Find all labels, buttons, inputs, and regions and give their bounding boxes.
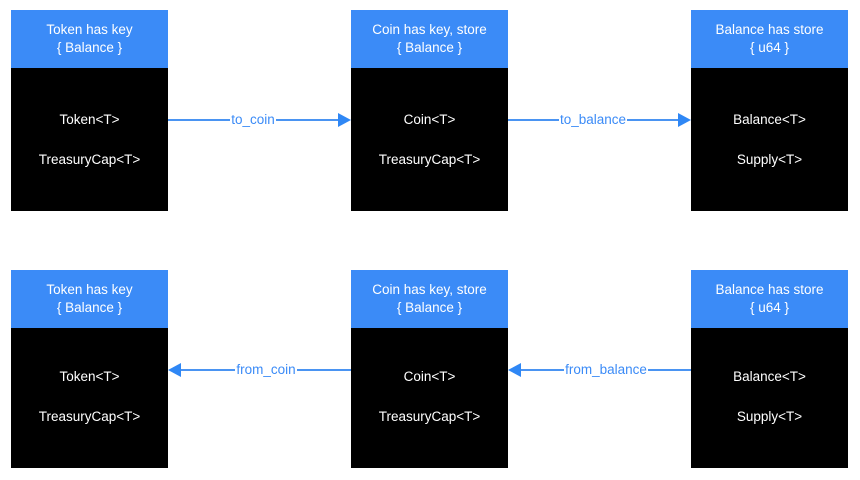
arrow-right-icon <box>678 113 691 127</box>
node-header-line1: Token has key <box>46 281 133 297</box>
node-token-top[interactable]: Token has key { Balance } Token<T> Treas… <box>11 10 168 211</box>
node-body-coin-top: Coin<T> TreasuryCap<T> <box>351 68 508 211</box>
node-header-token-bottom: Token has key { Balance } <box>11 270 168 328</box>
node-header-balance-top: Balance has store { u64 } <box>691 10 848 68</box>
node-body-line1: Coin<T> <box>403 369 456 384</box>
arrow-left-icon <box>168 363 181 377</box>
node-header-line1: Balance has store <box>715 281 824 297</box>
edge-to-balance: to_balance <box>508 107 691 133</box>
node-body-line2: TreasuryCap<T> <box>378 409 481 424</box>
edge-label-from-balance: from_balance <box>565 362 647 377</box>
edge-label-to-balance: to_balance <box>559 112 627 127</box>
node-header-line2: { Balance } <box>396 39 463 55</box>
edge-line-right <box>627 119 678 121</box>
node-header-line2: { Balance } <box>56 39 123 55</box>
edge-from-balance: from_balance <box>508 357 691 383</box>
node-balance-top[interactable]: Balance has store { u64 } Balance<T> Sup… <box>691 10 848 211</box>
node-balance-bottom[interactable]: Balance has store { u64 } Balance<T> Sup… <box>691 270 848 468</box>
edge-line-left <box>521 369 565 371</box>
arrow-right-icon <box>338 113 352 127</box>
edge-line-left <box>168 119 231 121</box>
node-body-line2: Supply<T> <box>736 152 803 167</box>
node-coin-top[interactable]: Coin has key, store { Balance } Coin<T> … <box>351 10 508 211</box>
edge-line-right <box>647 369 691 371</box>
node-header-line2: { Balance } <box>56 299 123 315</box>
node-body-line1: Balance<T> <box>733 112 806 127</box>
node-body-coin-bottom: Coin<T> TreasuryCap<T> <box>351 328 508 468</box>
node-header-line1: Token has key <box>46 21 133 37</box>
node-body-token-top: Token<T> TreasuryCap<T> <box>11 68 168 211</box>
arrow-left-icon <box>508 363 521 377</box>
node-coin-bottom[interactable]: Coin has key, store { Balance } Coin<T> … <box>351 270 508 468</box>
node-header-coin-top: Coin has key, store { Balance } <box>351 10 508 68</box>
node-body-line2: TreasuryCap<T> <box>38 152 141 167</box>
edge-line-right <box>275 119 339 121</box>
edge-from-coin: from_coin <box>168 357 351 383</box>
node-header-token-top: Token has key { Balance } <box>11 10 168 68</box>
edge-to-coin: to_coin <box>168 107 352 133</box>
edge-line-left <box>181 369 236 371</box>
node-header-line2: { u64 } <box>749 39 790 55</box>
node-token-bottom[interactable]: Token has key { Balance } Token<T> Treas… <box>11 270 168 468</box>
node-body-line2: TreasuryCap<T> <box>38 409 141 424</box>
edge-label-to-coin: to_coin <box>231 112 275 127</box>
edge-line-left <box>508 119 559 121</box>
edge-label-from-coin: from_coin <box>236 362 296 377</box>
node-header-line1: Coin has key, store <box>372 21 487 37</box>
node-header-coin-bottom: Coin has key, store { Balance } <box>351 270 508 328</box>
node-body-line1: Balance<T> <box>733 369 806 384</box>
edge-line-right <box>296 369 351 371</box>
node-body-line1: Token<T> <box>59 369 120 384</box>
node-header-line2: { u64 } <box>749 299 790 315</box>
node-header-balance-bottom: Balance has store { u64 } <box>691 270 848 328</box>
node-body-token-bottom: Token<T> TreasuryCap<T> <box>11 328 168 468</box>
node-body-line2: TreasuryCap<T> <box>378 152 481 167</box>
node-body-balance-bottom: Balance<T> Supply<T> <box>691 328 848 468</box>
node-body-line2: Supply<T> <box>736 409 803 424</box>
node-header-line1: Coin has key, store <box>372 281 487 297</box>
node-header-line2: { Balance } <box>396 299 463 315</box>
node-body-balance-top: Balance<T> Supply<T> <box>691 68 848 211</box>
node-header-line1: Balance has store <box>715 21 824 37</box>
node-body-line1: Token<T> <box>59 112 120 127</box>
node-body-line1: Coin<T> <box>403 112 456 127</box>
